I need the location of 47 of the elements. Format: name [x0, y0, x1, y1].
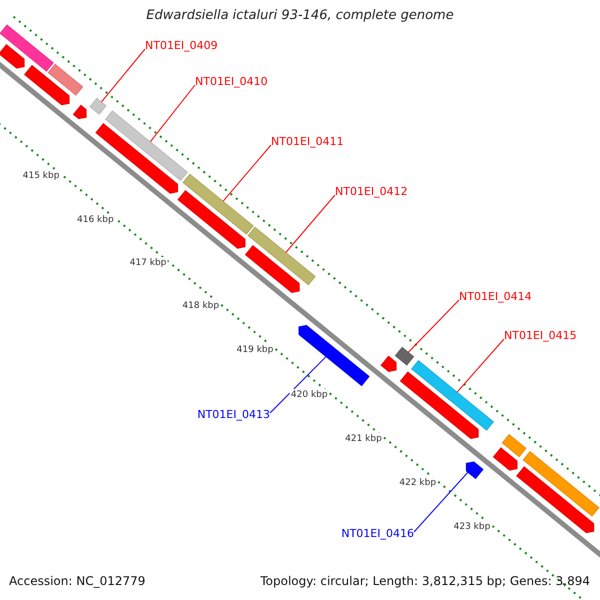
feature-bar: [522, 451, 600, 517]
gene-feature: [298, 324, 370, 386]
title: Edwardsiella ictaluri 93-146, complete genome: [145, 10, 455, 22]
feature-bar: [0, 24, 54, 72]
gene-feature: [95, 123, 178, 194]
scale-label: 423 kbp: [452, 521, 492, 534]
feature-bar: [248, 226, 316, 286]
scale-label: 420 kbp: [290, 388, 329, 401]
leader-line: [270, 356, 326, 414]
gene-label: NT01EI_0414: [459, 290, 532, 303]
gene-label: NT01EI_0409: [145, 39, 218, 52]
gene-label: NT01EI_0416: [341, 527, 414, 540]
scale-label: 415 kbp: [22, 170, 60, 182]
scale-label: 417 kbp: [128, 257, 168, 270]
gene-feature: [466, 461, 484, 480]
leader-line: [150, 84, 196, 142]
feature-bar: [394, 346, 414, 366]
gene-label: NT01EI_0415: [504, 329, 577, 342]
gene-feature: [380, 356, 397, 372]
gene-label: NT01EI_0410: [195, 75, 268, 88]
gene-feature: [244, 245, 300, 293]
gene-label: NT01EI_0413: [197, 408, 270, 421]
feature-bar: [182, 174, 254, 235]
gene-feature: [516, 466, 594, 534]
scale-label: 421 kbp: [344, 432, 383, 445]
feature-bar: [89, 98, 107, 115]
scale-label: 416 kbp: [76, 214, 115, 226]
accession-text: Accession: NC_012779: [9, 575, 146, 587]
feature-bar: [411, 360, 494, 431]
gene-label: NT01EI_0411: [271, 135, 344, 148]
scale-label: 418 kbp: [181, 300, 220, 312]
gene-feature: [24, 64, 70, 106]
gene-feature: [177, 190, 246, 249]
gene-feature: [0, 44, 25, 69]
genome-info-text: Topology: circular; Length: 3,812,315 bp; Genes: 3,894: [260, 575, 590, 587]
gene-feature: [492, 447, 518, 471]
gene-label: NT01EI_0412: [335, 185, 408, 198]
leader-line: [414, 472, 468, 532]
gene-feature: [400, 371, 479, 439]
feature-bar: [104, 110, 188, 182]
gene-feature: [72, 104, 87, 120]
feature-bar: [502, 434, 527, 458]
leader-line: [100, 48, 146, 102]
scale-label: 419 kbp: [236, 344, 274, 356]
feature-bar: [48, 64, 84, 96]
leader-line: [456, 338, 504, 393]
scale-label: 422 kbp: [398, 477, 438, 490]
